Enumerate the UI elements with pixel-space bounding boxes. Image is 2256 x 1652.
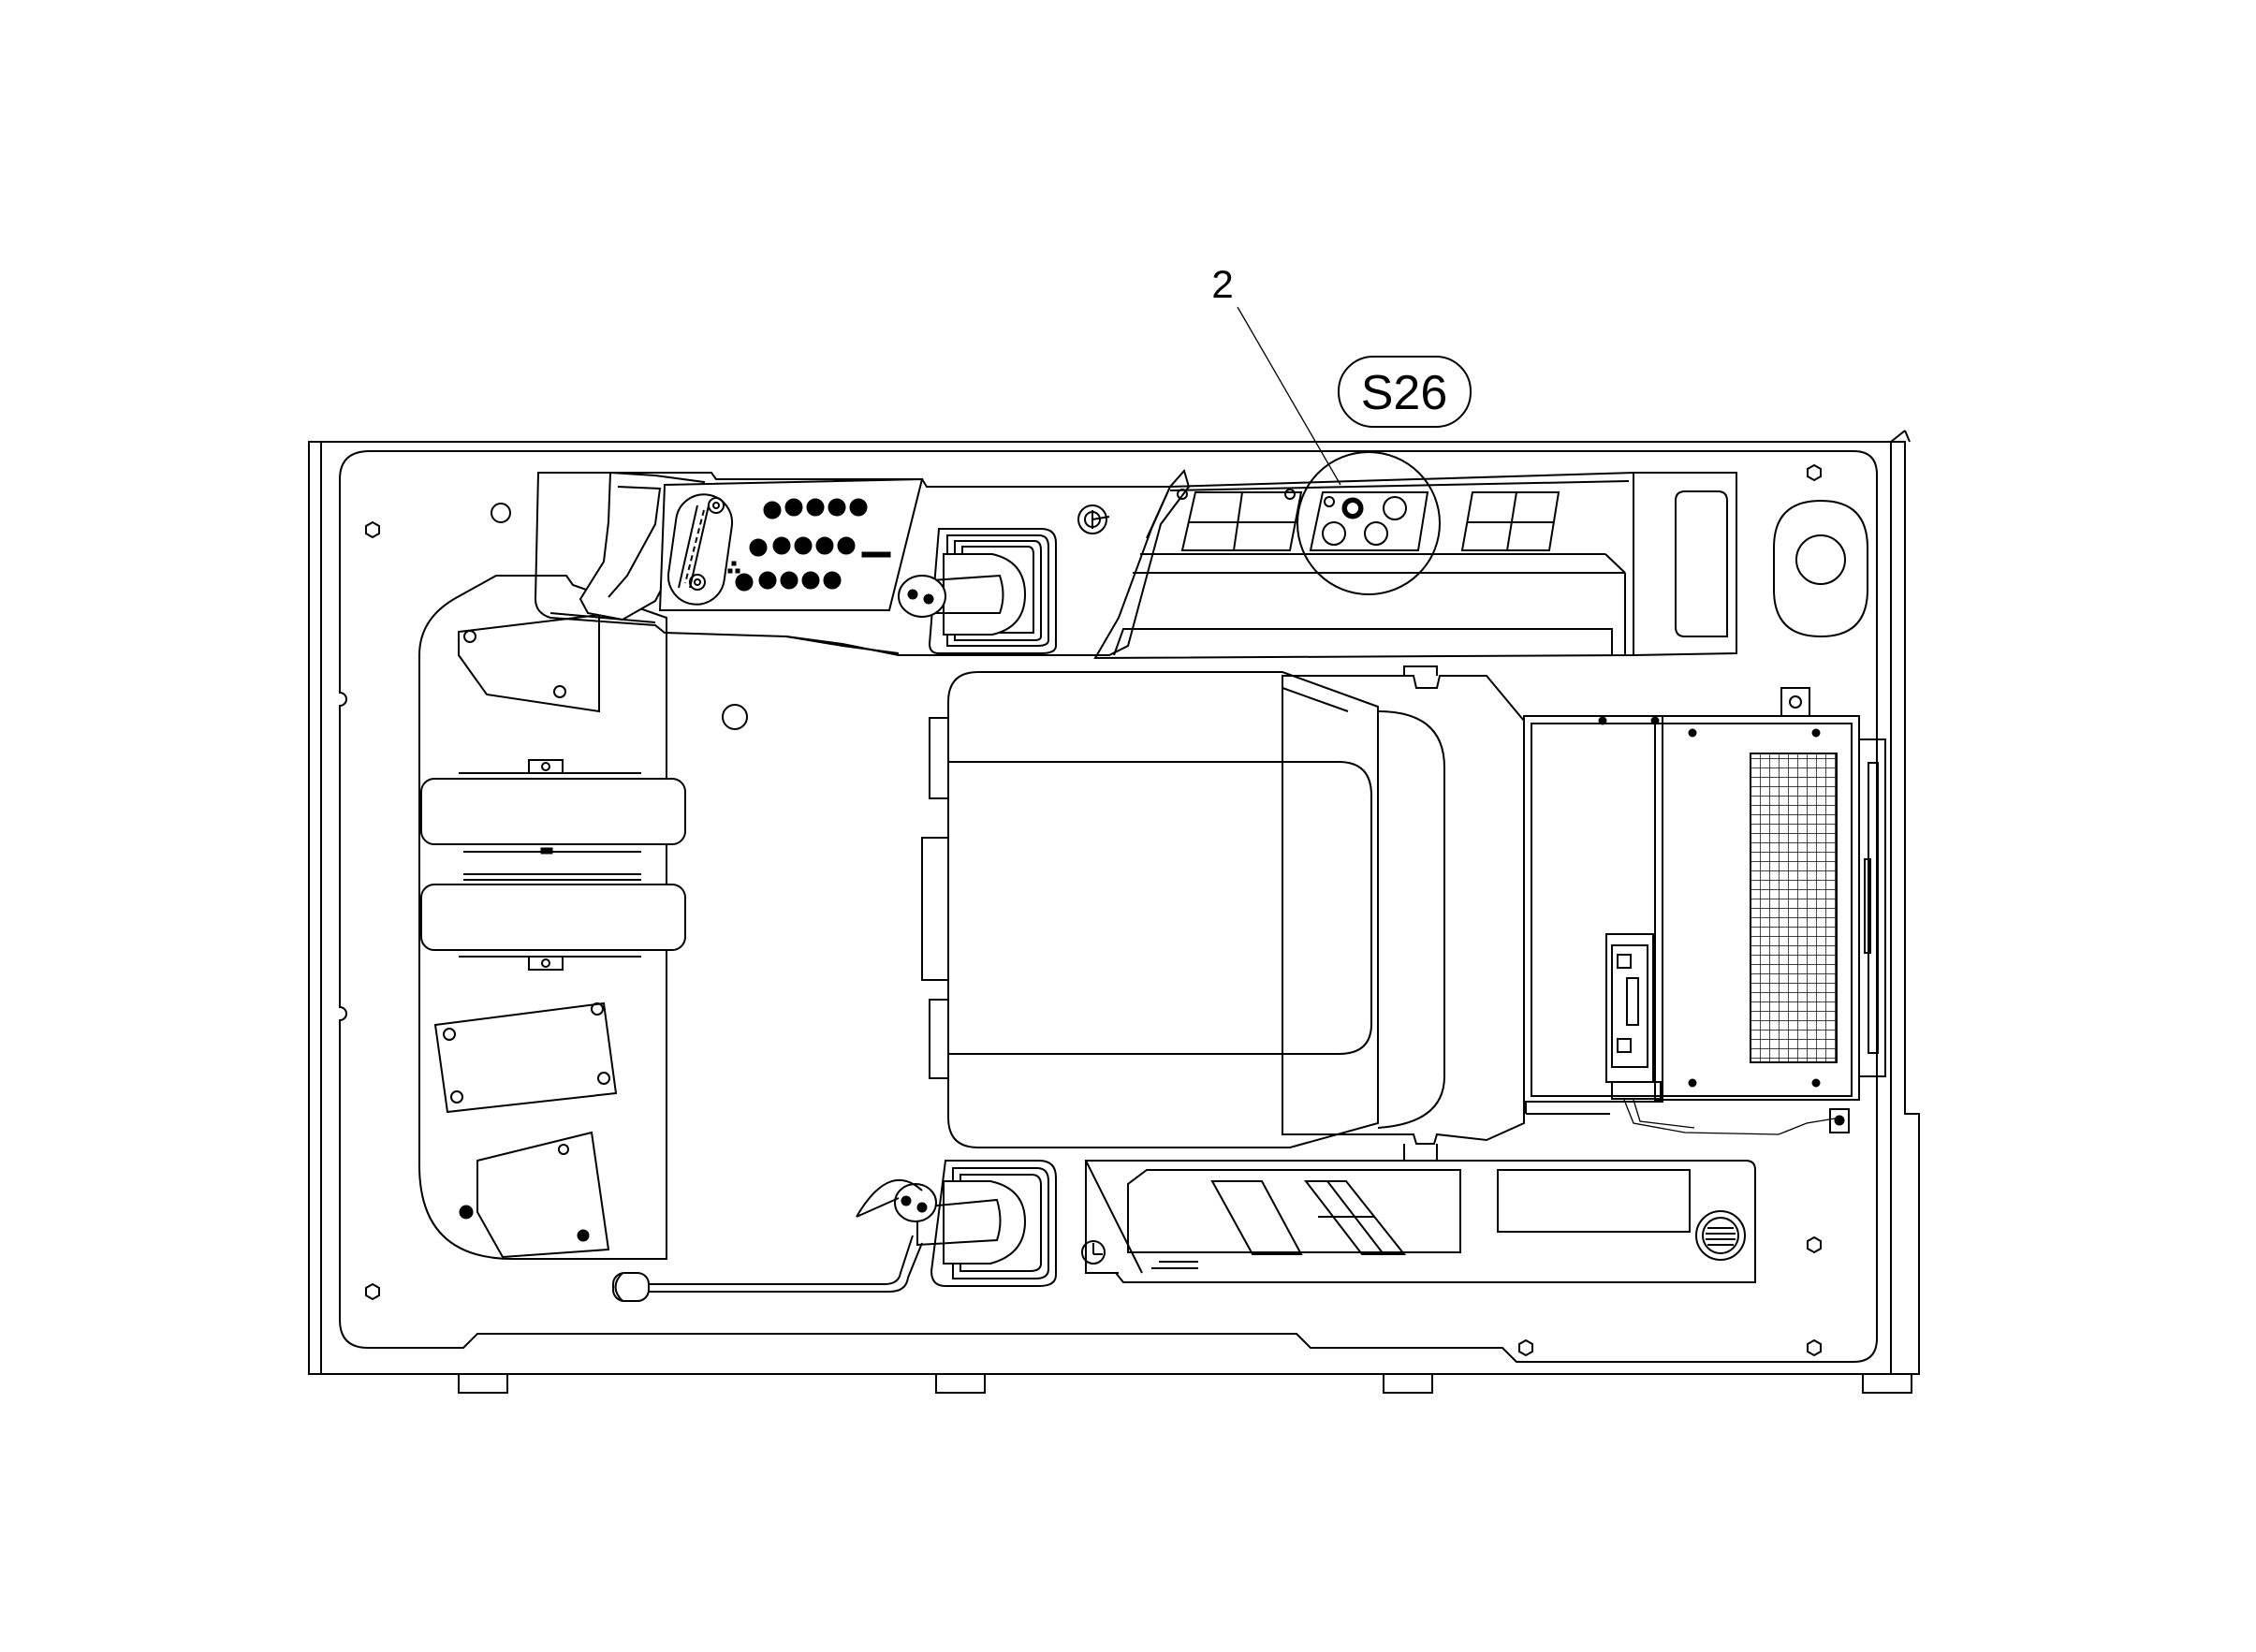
left-joystick: [898, 528, 1057, 654]
oval-fitting: [1773, 499, 1868, 638]
pedal-plate-middle: [433, 1001, 618, 1114]
cable-plug: [612, 1235, 923, 1302]
pedal-plate-bottom: [459, 1131, 610, 1259]
inner-floor-outline: [339, 450, 1878, 1363]
callout-number: 2: [1211, 262, 1233, 306]
right-rear-console: [1081, 1160, 1756, 1283]
switch-labels: [727, 551, 891, 574]
switch-cluster-2: [1309, 491, 1429, 551]
pedal-plate-top: [458, 613, 600, 713]
right-front-console: [1093, 471, 1738, 660]
air-conditioner-unit: [1523, 687, 1886, 1135]
round-holes: [491, 503, 748, 730]
indicator-window-left: [1180, 491, 1303, 551]
key-switch-icon: [1077, 504, 1110, 534]
left-console: [534, 468, 1191, 656]
right-joystick: [856, 1160, 1057, 1287]
section-label: S26: [1361, 366, 1448, 420]
indicator-window-right: [1460, 491, 1560, 551]
operator-seat: [921, 665, 1525, 1162]
mounting-feet: [458, 1373, 1912, 1394]
switch-knob-grid: [735, 498, 868, 592]
travel-pedal-upper: [420, 759, 686, 855]
section-label-badge: [1338, 356, 1472, 428]
throttle-dial-icon: [1695, 1210, 1746, 1261]
cab-frame: [308, 430, 1920, 1375]
left-switch-panel: [658, 477, 924, 611]
travel-pedal-lower: [420, 873, 686, 971]
hex-bolts: [365, 463, 1822, 1357]
callout-leader: [1237, 306, 1441, 595]
